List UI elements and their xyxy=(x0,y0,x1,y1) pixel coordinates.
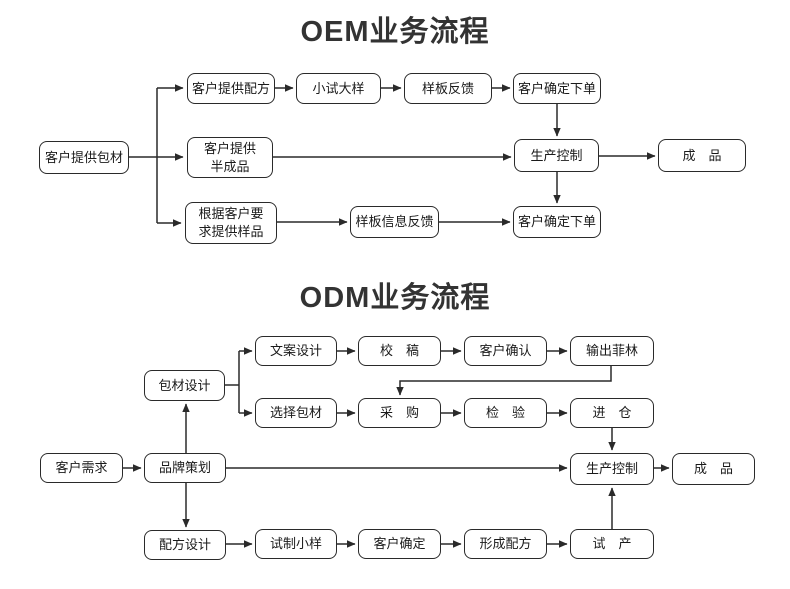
node-inspection: 检 验 xyxy=(464,398,547,428)
node-customer-needs: 客户需求 xyxy=(40,453,123,483)
odm-section-title: ODM业务流程 xyxy=(299,282,491,314)
node-customer-confirm: 客户确定 xyxy=(358,529,441,559)
node-sample-info-feedback: 样板信息反馈 xyxy=(350,206,439,238)
node-customer-provides-semi-finished: 客户提供 半成品 xyxy=(187,137,273,178)
node-oem-production-control: 生产控制 xyxy=(514,139,599,172)
node-customer-confirmation: 客户确认 xyxy=(464,336,547,366)
odm-packaging-design-branch-line xyxy=(225,351,240,413)
node-provide-samples-per-customer: 根据客户要 求提供样品 xyxy=(185,202,277,244)
arrow-odm-film-to-purchasing xyxy=(396,366,612,396)
node-customer-confirms-order-top: 客户确定下单 xyxy=(513,73,601,104)
node-customer-confirms-order-bottom: 客户确定下单 xyxy=(513,206,601,238)
node-formula-design: 配方设计 xyxy=(144,530,226,560)
node-packaging-design: 包材设计 xyxy=(144,370,225,401)
node-form-formula: 形成配方 xyxy=(464,529,547,559)
node-purchasing: 采 购 xyxy=(358,398,441,428)
node-customer-provides-packaging: 客户提供包材 xyxy=(39,141,129,174)
node-trial-small-sample: 试制小样 xyxy=(255,529,337,559)
oem-section-title: OEM业务流程 xyxy=(300,16,490,48)
oem-connectors xyxy=(129,84,656,227)
odm-connectors xyxy=(123,347,670,548)
node-small-trial-sample: 小试大样 xyxy=(296,73,381,104)
node-odm-finished-product: 成 品 xyxy=(672,453,755,485)
node-trial-production: 试 产 xyxy=(570,529,654,559)
node-sample-feedback: 样板反馈 xyxy=(404,73,492,104)
node-customer-provides-formula: 客户提供配方 xyxy=(187,73,275,104)
node-select-packaging: 选择包材 xyxy=(255,398,337,428)
node-warehousing: 进 仓 xyxy=(570,398,654,428)
node-odm-production-control: 生产控制 xyxy=(570,453,654,485)
node-film-output: 输出菲林 xyxy=(570,336,654,366)
node-oem-finished-product: 成 品 xyxy=(658,139,746,172)
node-proofreading: 校 稿 xyxy=(358,336,441,366)
node-brand-planning: 品牌策划 xyxy=(144,453,226,483)
node-copy-design: 文案设计 xyxy=(255,336,337,366)
